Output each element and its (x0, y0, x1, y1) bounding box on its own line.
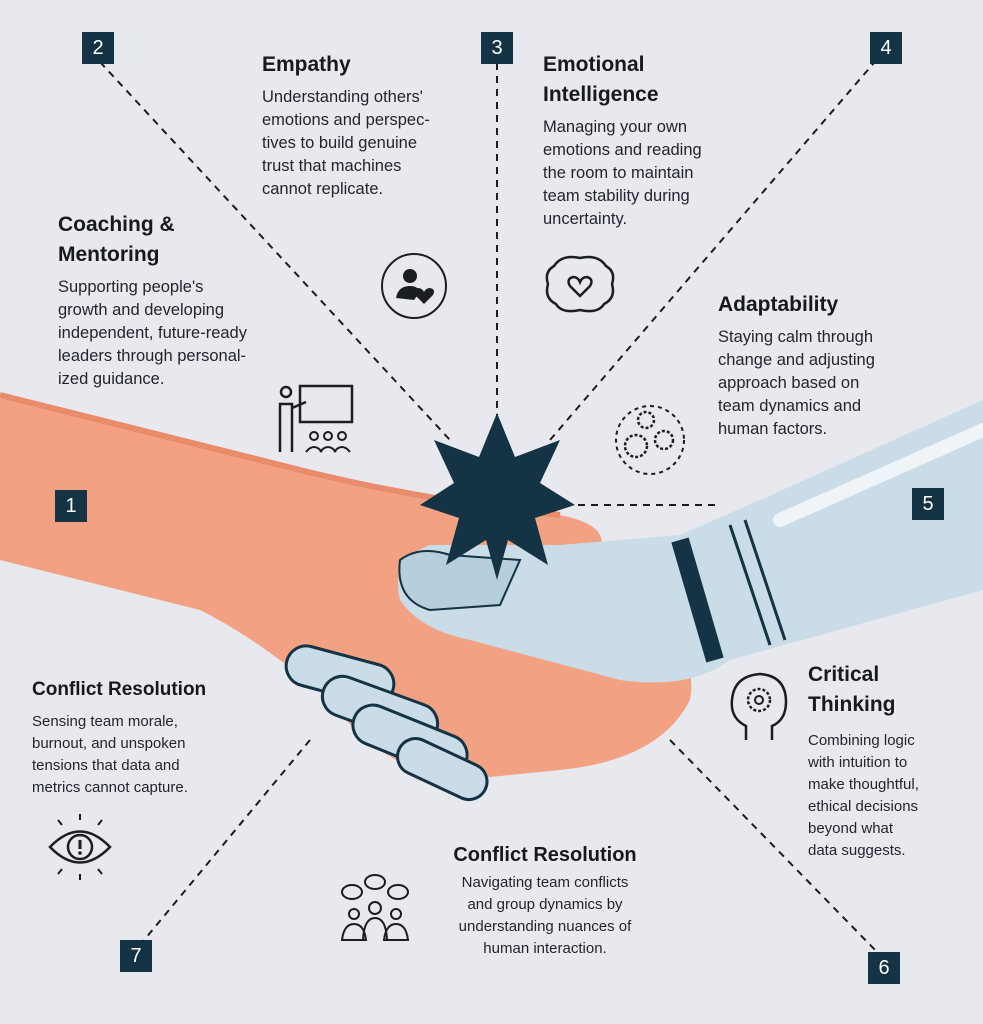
number-badge-3: 3 (481, 32, 513, 64)
emotional-desc: Managing your own emotions and reading t… (543, 116, 702, 231)
desc-line: the room to maintain (543, 164, 694, 182)
title-line: Intelligence (543, 83, 659, 106)
brain-heart-icon (545, 255, 615, 313)
desc-line: ized guidance. (58, 370, 165, 388)
empathy-block: Empathy Understanding others' emotions a… (262, 50, 430, 201)
emotional-intelligence-block: Emotional Intelligence Managing your own… (543, 50, 702, 231)
desc-line: emotions and reading (543, 141, 702, 159)
title-line: Mentoring (58, 243, 160, 266)
critical-title: Critical Thinking (808, 660, 919, 720)
desc-line: ethical decisions (808, 798, 919, 815)
desc-line: burnout, and unspoken (32, 735, 186, 752)
desc-line: team dynamics and (718, 397, 862, 415)
desc-line: human interaction. (483, 940, 607, 957)
desc-line: uncertainty. (543, 210, 628, 228)
desc-line: Sensing team morale, (32, 713, 178, 730)
desc-line: change and adjusting (718, 351, 875, 369)
coaching-desc: Supporting people's growth and developin… (58, 276, 247, 391)
title-line: Critical (808, 663, 880, 686)
center-star (420, 413, 575, 580)
desc-line: Supporting people's (58, 278, 204, 296)
desc-line: trust that machines (262, 157, 402, 175)
desc-line: tives to build genuine (262, 134, 418, 152)
human-arm (0, 395, 692, 780)
person-heart-icon (381, 253, 447, 319)
number-badge-5: 5 (912, 488, 944, 520)
gears-cycle-icon (615, 405, 685, 475)
adaptability-desc: Staying calm through change and adjustin… (718, 326, 875, 441)
desc-line: Managing your own (543, 118, 688, 136)
adaptability-block: Adaptability Staying calm through change… (718, 290, 875, 441)
desc-line: human factors. (718, 420, 828, 438)
conflict-resolution-left-block: Conflict Resolution Sensing team morale,… (32, 675, 206, 799)
number-badge-2: 2 (82, 32, 114, 64)
desc-line: growth and developing (58, 301, 225, 319)
desc-line: beyond what (808, 820, 894, 837)
desc-line: and group dynamics by (467, 896, 623, 913)
desc-line: data suggests. (808, 842, 906, 859)
number-badge-6: 6 (868, 952, 900, 984)
eye-alert-icon (48, 814, 112, 880)
number-badge-7: 7 (120, 940, 152, 972)
coaching-title: Coaching & Mentoring (58, 210, 247, 270)
desc-line: Understanding others' (262, 88, 423, 106)
robot-fingers (284, 644, 489, 802)
title-line: Emotional (543, 53, 645, 76)
empathy-title: Empathy (262, 53, 351, 76)
number-badge-4: 4 (870, 32, 902, 64)
desc-line: metrics cannot capture. (32, 779, 188, 796)
number-badge-1: 1 (55, 490, 87, 522)
desc-line: cannot replicate. (262, 180, 384, 198)
critical-desc: Combining logic with intuition to make t… (808, 730, 919, 862)
conflict-bottom-desc: Navigating team conflicts and group dyna… (420, 872, 670, 960)
desc-line: Navigating team conflicts (461, 874, 629, 891)
desc-line: understanding nuances of (458, 918, 632, 935)
conflict-resolution-bottom-block: Conflict Resolution Navigating team conf… (420, 840, 670, 960)
empathy-desc: Understanding others' emotions and persp… (262, 86, 430, 201)
desc-line: tensions that data and (32, 757, 180, 774)
group-chat-icon (340, 874, 410, 941)
desc-line: Combining logic (808, 732, 915, 749)
title-line: Thinking (808, 693, 896, 716)
desc-line: leaders through personal- (58, 347, 247, 365)
conflict-bottom-title: Conflict Resolution (453, 844, 637, 866)
desc-line: independent, future-ready (58, 324, 247, 342)
desc-line: team stability during (543, 187, 690, 205)
desc-line: make thoughtful, (808, 776, 919, 793)
conflict-left-title: Conflict Resolution (32, 679, 207, 700)
presentation-icon (278, 384, 354, 453)
emotional-title: Emotional Intelligence (543, 50, 702, 110)
desc-line: emotions and perspec- (262, 111, 430, 129)
head-gear-icon (730, 672, 788, 740)
coaching-block: Coaching & Mentoring Supporting people's… (58, 210, 247, 391)
desc-line: Staying calm through (718, 328, 874, 346)
adaptability-title: Adaptability (718, 293, 839, 316)
title-line: Coaching & (58, 213, 175, 236)
conflict-left-desc: Sensing team morale, burnout, and unspok… (32, 711, 206, 799)
desc-line: approach based on (718, 374, 860, 392)
desc-line: with intuition to (808, 754, 908, 771)
critical-thinking-block: Critical Thinking Combining logic with i… (808, 660, 919, 862)
robot-arm (398, 400, 983, 683)
